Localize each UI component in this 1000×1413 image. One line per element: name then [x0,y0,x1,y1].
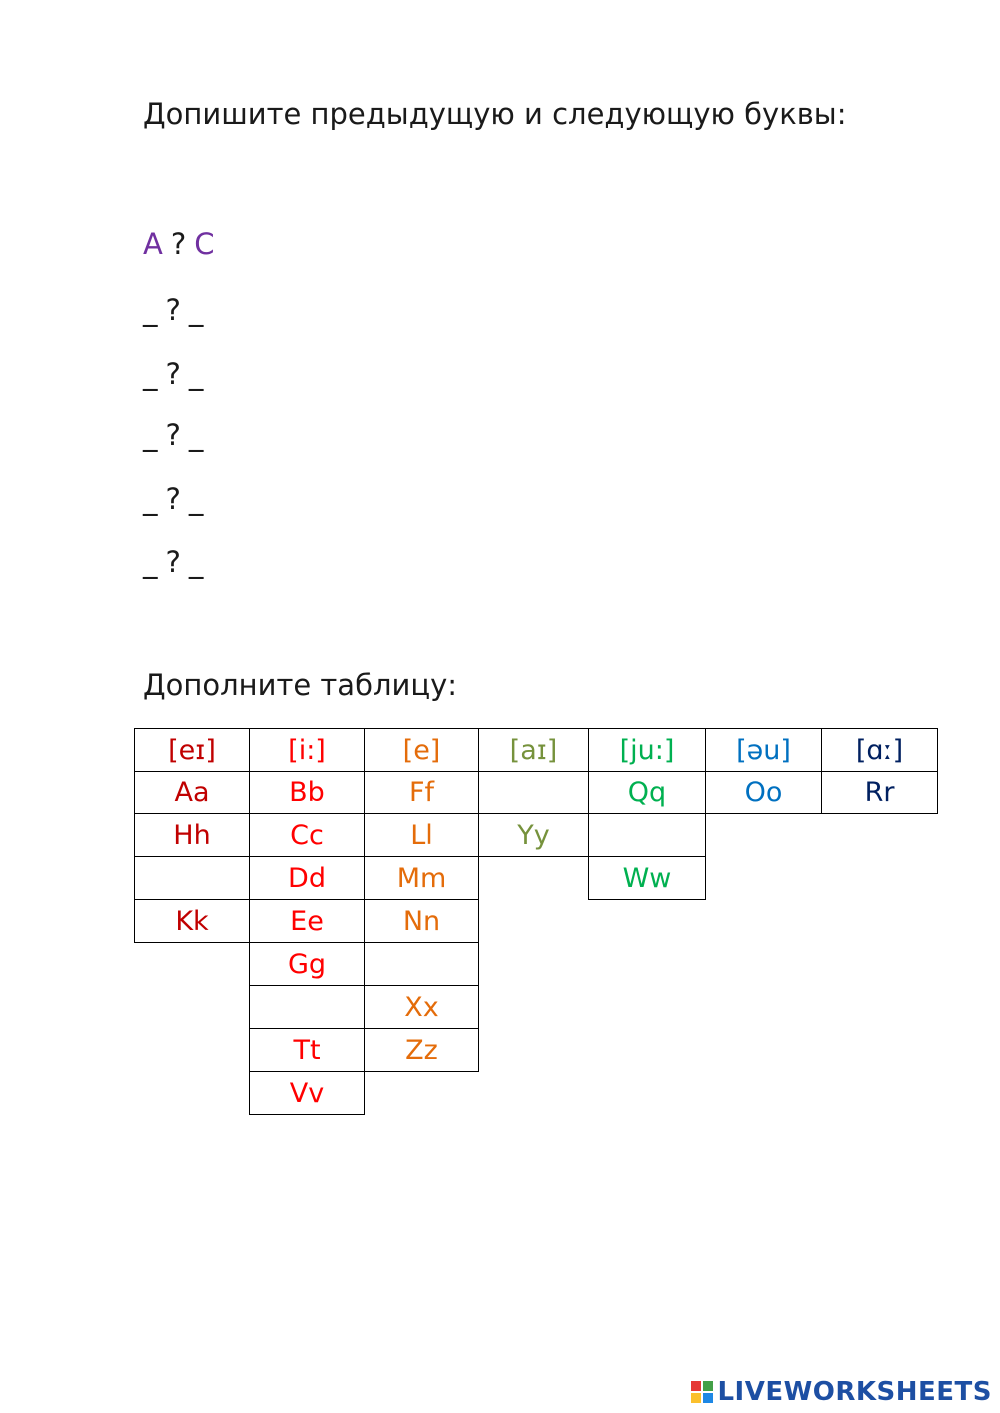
sequence-right-letter: _ [188,482,204,516]
sequence-right-letter: _ [188,357,204,391]
sequence-right-letter: _ [188,545,204,579]
table-cell: Bb [249,771,365,814]
table-cell: Ll [364,813,479,857]
table-header-cell: [ju:] [588,728,706,772]
table-cell [249,985,365,1029]
table-cell: Gg [249,942,365,986]
sequence-right-letter: _ [188,418,204,452]
sequence-left-letter: A [143,227,163,261]
sequence-row: _?_ [143,421,203,450]
table-cell: Ee [249,899,365,943]
sequence-question-mark: ? [165,482,181,516]
sequence-row: _?_ [143,360,203,389]
logo-icon [691,1381,714,1403]
sequence-row: _?_ [143,485,203,514]
sequence-right-letter: C [194,227,215,261]
table-cell [478,771,589,814]
table-cell: Tt [249,1028,365,1072]
sequence-question-mark: ? [165,357,181,391]
sequence-question-mark: ? [165,293,181,327]
table-cell: Ff [364,771,479,814]
table-cell: Cc [249,813,365,857]
sequence-row: A?C [143,230,215,259]
sequence-left-letter: _ [143,545,158,579]
table-cell: Oo [705,771,822,814]
table-cell: Rr [821,771,938,814]
table-cell [588,813,706,857]
table-cell: Aa [134,771,250,814]
table-header-cell: [eɪ] [134,728,250,772]
table-cell: Qq [588,771,706,814]
table-cell: Hh [134,813,250,857]
table-cell [364,942,479,986]
instruction-heading-2: Дополните таблицу: [143,668,458,702]
table-cell: Yy [478,813,589,857]
sequence-question-mark: ? [165,418,181,452]
table-cell [134,856,250,900]
sequence-left-letter: _ [143,482,158,516]
table-header-cell: [ɑː] [821,728,938,772]
sequence-left-letter: _ [143,418,158,452]
sequence-right-letter: _ [188,293,204,327]
sequence-row: _?_ [143,296,203,325]
table-cell: Mm [364,856,479,900]
brand-name: LIVEWORKSHEETS [717,1377,992,1407]
table-cell: Kk [134,899,250,943]
table-header-cell: [əu] [705,728,822,772]
table-cell: Zz [364,1028,479,1072]
sequence-question-mark: ? [170,227,187,261]
instruction-heading-1: Допишите предыдущую и следующую буквы: [143,97,847,131]
table-cell: Xx [364,985,479,1029]
sequence-left-letter: _ [143,357,158,391]
table-header-cell: [e] [364,728,479,772]
table-cell: Ww [588,856,706,900]
table-header-cell: [i:] [249,728,365,772]
table-cell: Nn [364,899,479,943]
sequence-question-mark: ? [165,545,181,579]
table-cell: Vv [249,1071,365,1115]
sequence-row: _?_ [143,548,203,577]
table-cell: Dd [249,856,365,900]
liveworksheets-logo: LIVEWORKSHEETS [691,1377,992,1407]
table-header-cell: [aɪ] [478,728,589,772]
sequence-left-letter: _ [143,293,158,327]
